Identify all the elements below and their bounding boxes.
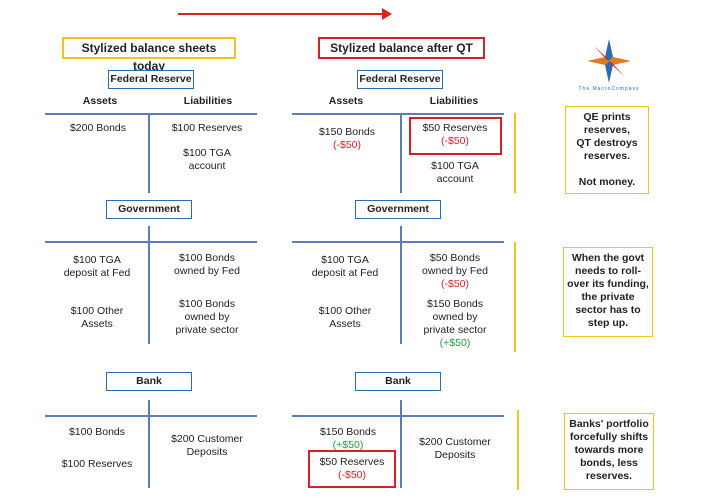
note-govt-line-4: the private: [581, 291, 635, 303]
today-fed-vline: [148, 113, 150, 193]
after-govt-liab-bonds-private-change: (+$50): [439, 337, 471, 349]
after-govt-liab-bonds-fed-desc: owned by Fed: [422, 265, 488, 277]
today-govt-asset-tga-desc: deposit at Fed: [63, 267, 131, 279]
today-govt-asset-tga: $100 TGA: [73, 254, 121, 266]
note-bank-line-1: Banks' portfolio: [569, 418, 649, 430]
note-govt-line-5: sector has to: [575, 304, 641, 316]
progress-arrow-head: [382, 8, 392, 20]
after-govt-asset-tga-desc: deposit at Fed: [311, 267, 379, 279]
note-fed-line-1: QE prints: [583, 111, 631, 123]
compass-logo-icon: [584, 36, 634, 86]
note-govt-line-1: When the govt: [571, 252, 645, 264]
after-bank-hline: [292, 415, 504, 417]
today-bank-liab-deposits-desc: Deposits: [186, 446, 228, 458]
note-fed-line-3: QT destroys: [576, 137, 638, 149]
note-govt-line-3: over its funding,: [567, 278, 649, 290]
after-bank-asset-reserves: $50 Reserves: [319, 456, 385, 468]
note-bank-line-4: bonds, less: [580, 457, 638, 469]
after-fed-vline: [400, 113, 402, 193]
today-fed-liab-reserves: $100 Reserves: [171, 122, 243, 134]
after-fed-reserves-highlight: [409, 117, 502, 155]
note-bank-line-5: reserves.: [585, 470, 633, 482]
after-fed-hline: [292, 113, 504, 115]
title-today: Stylized balance sheets today: [62, 37, 236, 73]
today-fed-asset-bonds: $200 Bonds: [69, 122, 127, 134]
fed-bracket: [514, 113, 516, 193]
after-bank-liab-deposits-desc: Deposits: [434, 449, 476, 461]
bank-bracket: [517, 410, 519, 490]
today-bank-liab-deposits: $200 Customer: [171, 433, 243, 445]
today-fed-liab-tga-account: account: [188, 160, 226, 172]
note-bank: Banks' portfolio forcefully shifts towar…: [564, 413, 654, 490]
govt-bracket: [514, 242, 516, 352]
logo-text: The MacroCompass: [578, 86, 640, 92]
today-bank-asset-reserves: $100 Reserves: [61, 458, 133, 470]
note-fed-line-6: Not money.: [578, 176, 636, 188]
note-bank-line-3: towards more: [574, 444, 644, 456]
today-govt-label: Government: [106, 200, 192, 219]
today-bank-label: Bank: [106, 372, 192, 391]
today-bank-hline: [45, 415, 257, 417]
today-govt-vline: [148, 226, 150, 344]
today-govt-liab-bonds-private-desc1: owned by: [184, 311, 230, 323]
after-govt-asset-other: $100 Other: [318, 305, 372, 317]
note-bank-line-2: forcefully shifts: [569, 431, 649, 443]
note-fed: QE prints reserves, QT destroys reserves…: [565, 106, 649, 194]
after-bank-asset-reserves-change: (-$50): [337, 469, 366, 481]
today-fed-liab-tga: $100 TGA: [183, 147, 231, 159]
today-fed-liabilities-header: Liabilities: [183, 95, 233, 107]
after-fed-label: Federal Reserve: [357, 70, 443, 89]
after-bank-liab-deposits: $200 Customer: [419, 436, 491, 448]
after-bank-reserves-highlight: [308, 450, 396, 488]
today-bank-asset-bonds: $100 Bonds: [68, 426, 126, 438]
after-govt-liab-bonds-fed-change: (-$50): [440, 278, 469, 290]
after-bank-vline: [400, 400, 402, 488]
note-fed-line-4: reserves.: [583, 150, 631, 162]
title-after-qt: Stylized balance after QT: [318, 37, 485, 59]
today-govt-liab-bonds-fed-desc: owned by Fed: [174, 265, 240, 277]
after-govt-asset-other-desc: Assets: [329, 318, 361, 330]
today-govt-asset-other: $100 Other: [70, 305, 124, 317]
today-govt-liab-bonds-private: $100 Bonds: [178, 298, 236, 310]
today-govt-hline: [45, 241, 257, 243]
after-fed-asset-bonds: $150 Bonds: [318, 126, 376, 138]
after-govt-liab-bonds-fed: $50 Bonds: [429, 252, 481, 264]
today-govt-asset-other-desc: Assets: [81, 318, 113, 330]
today-govt-liab-bonds-fed: $100 Bonds: [178, 252, 236, 264]
after-govt-hline: [292, 241, 504, 243]
after-govt-vline: [400, 226, 402, 344]
after-fed-assets-header: Assets: [328, 95, 364, 107]
after-govt-liab-bonds-private-desc2: private sector: [423, 324, 487, 336]
note-fed-line-2: reserves,: [583, 124, 631, 136]
after-bank-asset-bonds-change: (+$50): [332, 439, 364, 451]
today-fed-hline: [45, 113, 257, 115]
today-fed-assets-header: Assets: [82, 95, 118, 107]
after-govt-liab-bonds-private-desc1: owned by: [432, 311, 478, 323]
after-govt-label: Government: [355, 200, 441, 219]
progress-arrow-line: [178, 13, 384, 15]
after-fed-liabilities-header: Liabilities: [429, 95, 479, 107]
today-bank-vline: [148, 400, 150, 488]
after-bank-label: Bank: [355, 372, 441, 391]
note-govt-line-2: needs to roll-: [575, 265, 641, 277]
after-fed-liab-tga: $100 TGA: [431, 160, 479, 172]
note-fed-spacer: [566, 163, 648, 176]
after-govt-liab-bonds-private: $150 Bonds: [426, 298, 484, 310]
after-bank-asset-bonds: $150 Bonds: [319, 426, 377, 438]
note-govt-line-6: step up.: [587, 317, 629, 329]
after-fed-liab-reserves-change: (-$50): [440, 135, 469, 147]
note-govt: When the govt needs to roll- over its fu…: [563, 247, 653, 337]
after-govt-asset-tga: $100 TGA: [321, 254, 369, 266]
after-fed-asset-bonds-change: (-$50): [332, 139, 361, 151]
after-fed-liab-tga-account: account: [436, 173, 474, 185]
today-fed-label: Federal Reserve: [108, 70, 194, 89]
after-fed-liab-reserves: $50 Reserves: [422, 122, 488, 134]
today-govt-liab-bonds-private-desc2: private sector: [175, 324, 239, 336]
